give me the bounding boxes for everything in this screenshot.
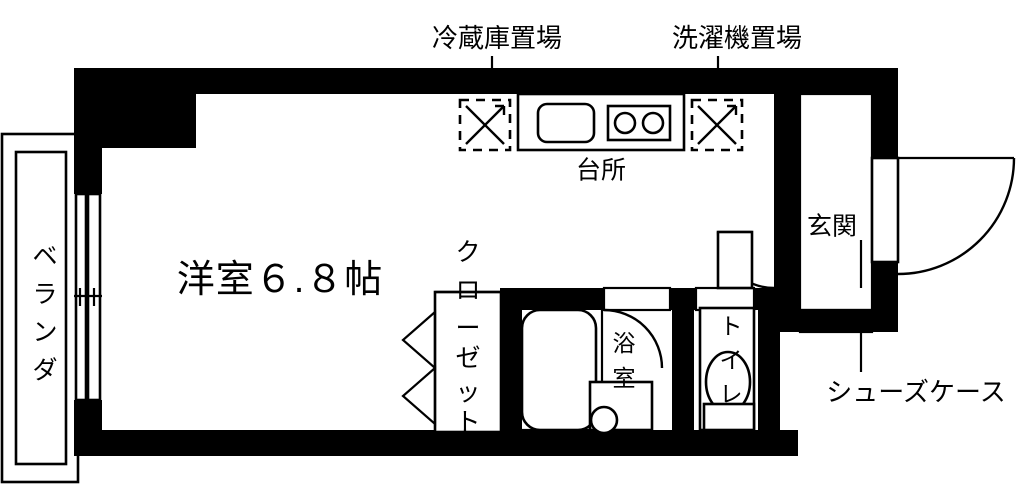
callout-label-shoe-case: シューズケース (826, 377, 1005, 407)
room-label-main-room: 洋室６.８帖 (177, 259, 384, 301)
room-label-closet: ク ロ ー ゼ ッ ト (455, 239, 480, 437)
svg-text:浴: 浴 (613, 330, 636, 356)
room-label-entrance: 玄関 (807, 213, 857, 241)
svg-text:室: 室 (613, 365, 636, 391)
appliance-slot-right (690, 98, 744, 152)
balcony-area (0, 132, 80, 484)
balcony-sliding-door[interactable] (74, 192, 102, 402)
svg-text:ッ: ッ (455, 379, 480, 407)
wall-entry-partition (774, 94, 800, 310)
fridge-space-box (458, 98, 512, 152)
entry-door-arc[interactable] (897, 157, 1016, 276)
svg-text:ー: ー (455, 315, 480, 343)
entrance-area (798, 92, 1016, 334)
room-label-bathroom: 浴 室 (613, 330, 636, 391)
toilet-tank (702, 402, 756, 432)
svg-text:ベ: ベ (32, 243, 57, 271)
closet-folding-door-lower[interactable] (401, 365, 437, 427)
bathroom-door-arc[interactable] (603, 308, 664, 369)
fridge-space-arrow (495, 104, 506, 115)
toilet-area (698, 230, 775, 432)
wall-shoecase-bottom (774, 310, 898, 332)
fridge-space-x-b (465, 105, 505, 145)
stove-burner-left (613, 111, 637, 135)
balcony-inner-edge (14, 150, 68, 466)
wall-left-upper (74, 94, 102, 194)
callout-label-fridge-space: 冷蔵庫置場 (432, 23, 562, 53)
svg-text:ン: ン (32, 319, 57, 347)
svg-text:ダ: ダ (32, 357, 57, 385)
svg-text:レ: レ (720, 381, 743, 407)
shoe-case-cabinet (798, 308, 874, 334)
washer-space-box (690, 98, 744, 152)
kitchen-sink (536, 102, 596, 144)
wall-right-upper (872, 68, 898, 158)
bathtub (520, 308, 598, 432)
svg-text:ト: ト (720, 313, 743, 339)
svg-text:ク: ク (455, 239, 480, 267)
washer-space-arrow (727, 104, 738, 115)
bathroom-door-gap-outline (602, 286, 672, 312)
wall-toilet-right (758, 288, 780, 430)
svg-text:ラ: ラ (32, 281, 57, 309)
callout-label-washer-space: 洗濯機置場 (672, 23, 802, 53)
svg-text:ト: ト (455, 409, 480, 437)
interior-partitions (500, 286, 780, 430)
stove-burner-right (641, 111, 665, 135)
entry-door-leaf[interactable] (870, 156, 900, 264)
bathtub-frame (514, 302, 604, 432)
wall-top (74, 68, 898, 94)
wash-basin-bowl (589, 405, 619, 435)
bathroom-door-gap (604, 288, 670, 310)
wall-bottom (74, 430, 798, 456)
structural-walls (74, 68, 898, 456)
room-label-toilet: ト イ レ (720, 313, 743, 407)
svg-text:ゼ: ゼ (455, 345, 480, 373)
wall-bath-toilet (672, 288, 694, 430)
svg-text:ロ: ロ (455, 277, 480, 305)
hall-door-panel[interactable] (716, 230, 754, 290)
wall-bath-left (500, 288, 522, 430)
room-label-balcony: ベ ラ ン ダ (32, 243, 57, 385)
closet-folding-door-upper[interactable] (401, 309, 437, 371)
washer-space-x-b (697, 105, 737, 145)
closet-area (401, 290, 503, 434)
room-label-kitchen: 台所 (576, 157, 626, 185)
callout-leaders (490, 56, 863, 372)
appliance-slot-left (458, 98, 512, 152)
bathroom-area (514, 302, 664, 435)
wall-entry-jamb-lower (872, 262, 898, 310)
svg-text:イ: イ (720, 347, 743, 373)
kitchen-counter (516, 92, 686, 152)
toilet-door-gap (696, 288, 754, 310)
closet-outline (433, 290, 503, 434)
